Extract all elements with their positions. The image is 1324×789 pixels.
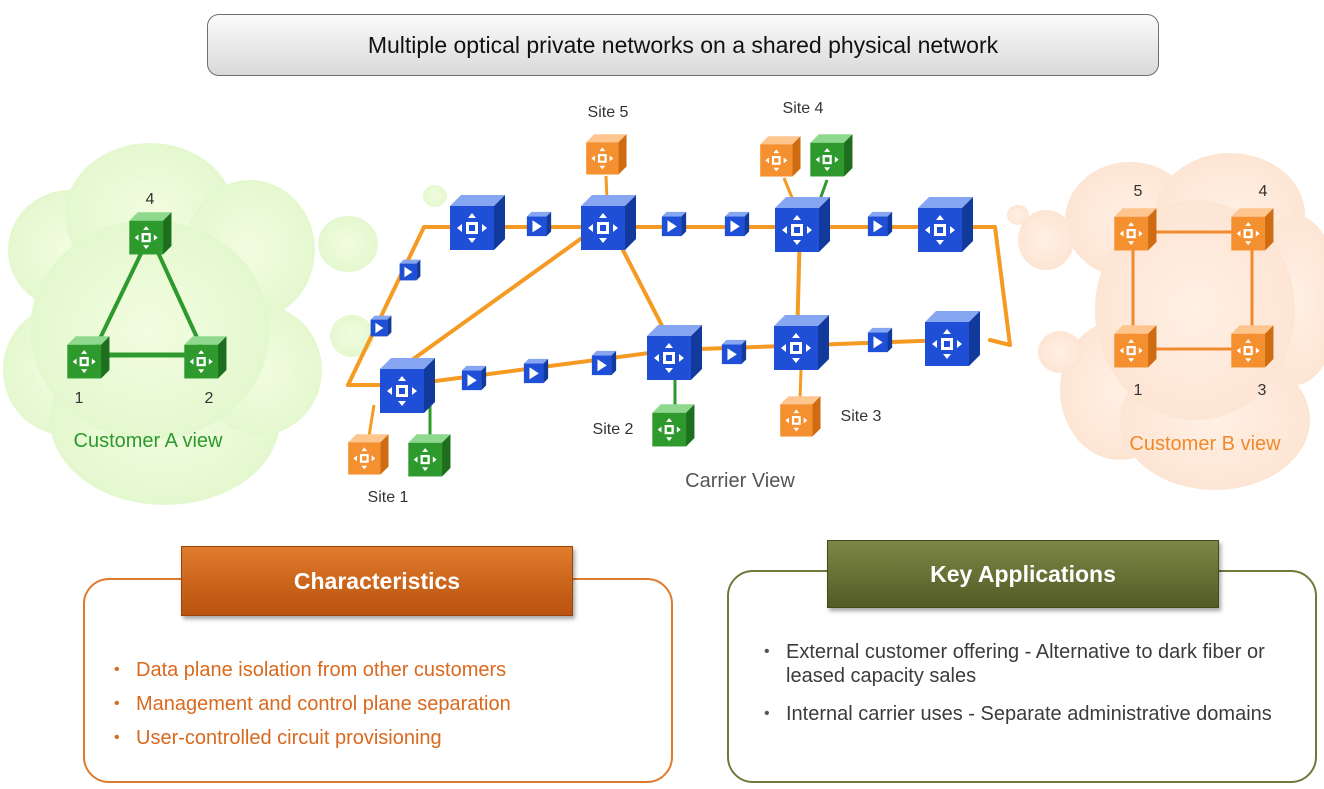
amplifier (370, 315, 392, 337)
carrier-node (925, 311, 980, 366)
list-item: Data plane isolation from other customer… (110, 658, 660, 682)
amplifier (724, 211, 750, 237)
customer-b-node-5 (1114, 208, 1157, 251)
list-item: External customer offering - Alternative… (760, 640, 1280, 688)
customer-b-label-5: 5 (1134, 183, 1143, 200)
site-2-green-node (652, 404, 695, 447)
customer-a-node-1 (67, 336, 110, 379)
customer-a-label-1: 1 (75, 390, 84, 407)
carrier-node (918, 197, 973, 252)
site-3-orange-node (780, 396, 821, 437)
site-1-green-node (408, 434, 451, 477)
customer-a-label-2: 2 (205, 390, 214, 407)
amplifier (526, 211, 552, 237)
amplifier (661, 211, 687, 237)
customer-a-label-4: 4 (146, 191, 155, 208)
site-2-label: Site 2 (593, 421, 634, 438)
site-3-label: Site 3 (841, 408, 882, 425)
customer-b-view-label: Customer B view (1129, 433, 1281, 455)
amplifier (461, 365, 487, 391)
site-1-orange-node (348, 434, 389, 475)
site-5-label: Site 5 (588, 104, 629, 121)
amplifier (867, 211, 893, 237)
customer-a-node-4 (129, 212, 172, 255)
customer-b-node-4 (1231, 208, 1274, 251)
key-applications-list: External customer offering - Alternative… (760, 640, 1280, 740)
carrier-node (450, 195, 505, 250)
site-4-label: Site 4 (783, 100, 824, 117)
characteristics-list: Data plane isolation from other customer… (110, 658, 660, 760)
customer-b-label-1: 1 (1134, 382, 1143, 399)
carrier-node (774, 315, 829, 370)
customer-b-node-3 (1231, 325, 1274, 368)
customer-b-label-4: 4 (1259, 183, 1268, 200)
list-item: Management and control plane separation (110, 692, 660, 716)
carrier-node (380, 358, 435, 413)
carrier-view-label: Carrier View (685, 470, 795, 492)
site-1-label: Site 1 (368, 489, 409, 506)
diagram-title: Multiple optical private networks on a s… (207, 14, 1159, 76)
key-applications-heading: Key Applications (827, 540, 1219, 608)
amplifier (721, 339, 747, 365)
carrier-node (581, 195, 636, 250)
customer-a-cloud (3, 143, 447, 505)
site-4-orange-node (760, 136, 801, 177)
list-item: Internal carrier uses - Separate adminis… (760, 702, 1280, 726)
amplifier (591, 350, 617, 376)
list-item: User-controlled circuit provisioning (110, 726, 660, 750)
site-5-orange-node (586, 134, 627, 175)
amplifier (867, 327, 893, 353)
carrier-node (775, 197, 830, 252)
carrier-node (647, 325, 702, 380)
customer-b-label-3: 3 (1258, 382, 1267, 399)
customer-a-node-2 (184, 336, 227, 379)
amplifier (399, 259, 421, 281)
site-4-green-node (810, 134, 853, 177)
characteristics-heading: Characteristics (181, 546, 573, 616)
customer-b-node-1 (1114, 325, 1157, 368)
amplifier (523, 358, 549, 384)
customer-a-view-label: Customer A view (74, 430, 224, 452)
